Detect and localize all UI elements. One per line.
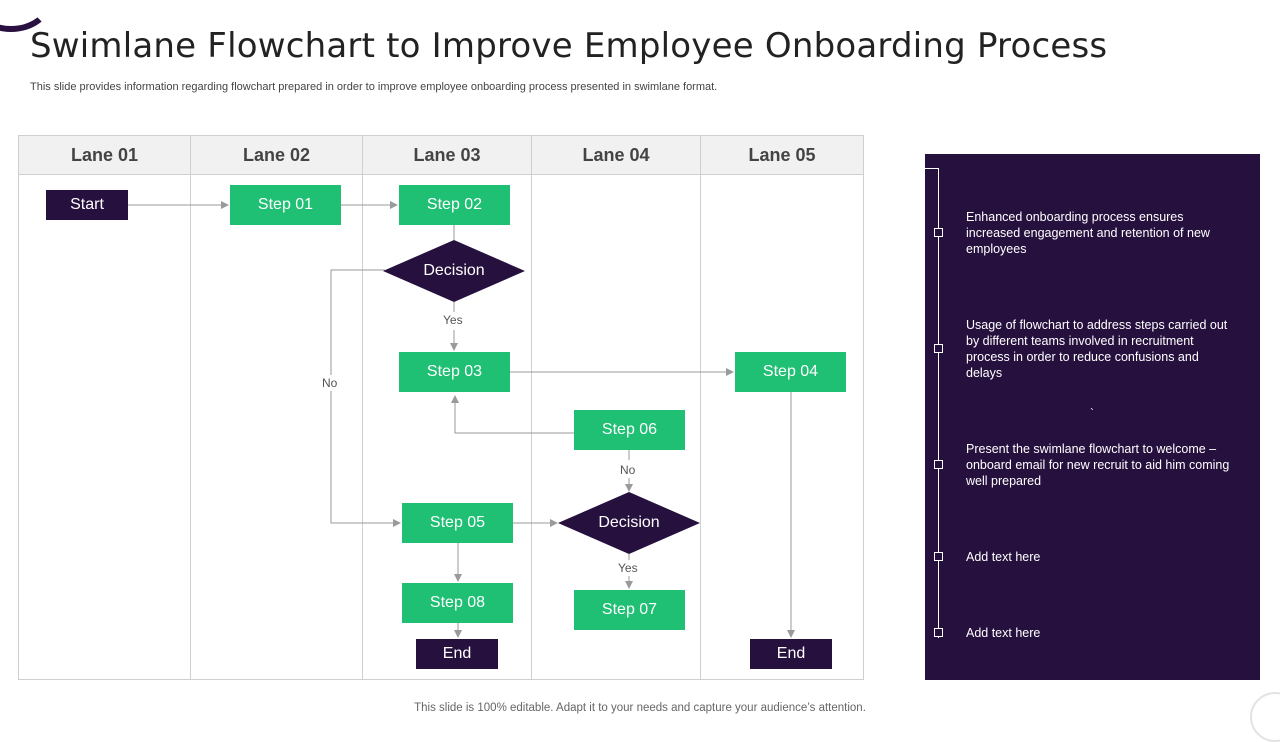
corner-circle-decoration	[1250, 692, 1280, 742]
timeline-marker	[934, 228, 943, 237]
step-07-node: Step 07	[574, 590, 685, 630]
step-01-node: Step 01	[230, 185, 341, 225]
step-02-node: Step 02	[399, 185, 510, 225]
lane-header: Lane 04	[532, 136, 700, 175]
yes-label: Yes	[443, 313, 463, 327]
footer-note: This slide is 100% editable. Adapt it to…	[414, 702, 866, 714]
step-05-node: Step 05	[402, 503, 513, 543]
timeline-marker	[934, 460, 943, 469]
decision-node-1: Decision	[383, 240, 525, 302]
page-title: Swimlane Flowchart to Improve Employee O…	[30, 26, 1108, 66]
timeline-cap	[925, 168, 938, 169]
lane-header: Lane 05	[701, 136, 863, 175]
decision-node-2: Decision	[558, 492, 700, 554]
step-04-node: Step 04	[735, 352, 846, 392]
key-points-panel: Enhanced onboarding process ensures incr…	[925, 154, 1260, 680]
panel-item: Present the swimlane flowchart to welcom…	[966, 442, 1230, 488]
timeline-line	[938, 168, 939, 638]
no-label: No	[620, 463, 636, 477]
step-06-node: Step 06	[574, 410, 685, 450]
lane-05: Lane 05	[700, 136, 863, 679]
start-node: Start	[46, 190, 128, 220]
panel-item: Add text here	[966, 550, 1041, 564]
step-03-node: Step 03	[399, 352, 510, 392]
timeline-marker	[934, 552, 943, 561]
lane-02: Lane 02	[190, 136, 362, 679]
timeline-marker	[934, 344, 943, 353]
stray-mark: `	[1090, 406, 1094, 420]
panel-item: Add text here	[966, 626, 1041, 640]
corner-arc-decoration	[0, 0, 52, 32]
timeline-marker	[934, 628, 943, 637]
step-08-node: Step 08	[402, 583, 513, 623]
no-label: No	[322, 376, 338, 390]
yes-label: Yes	[618, 561, 638, 575]
lane-01: Lane 01	[19, 136, 190, 679]
page-subtitle: This slide provides information regardin…	[30, 81, 718, 93]
end-node-lane-05: End	[750, 639, 832, 669]
end-node-lane-03: End	[416, 639, 498, 669]
decision-label: Decision	[598, 514, 660, 531]
lane-header: Lane 01	[19, 136, 190, 175]
panel-item: Usage of flowchart to address steps carr…	[966, 318, 1228, 380]
panel-item: Enhanced onboarding process ensures incr…	[966, 210, 1210, 256]
lane-header: Lane 02	[191, 136, 362, 175]
decision-label: Decision	[423, 262, 485, 279]
lane-header: Lane 03	[363, 136, 531, 175]
